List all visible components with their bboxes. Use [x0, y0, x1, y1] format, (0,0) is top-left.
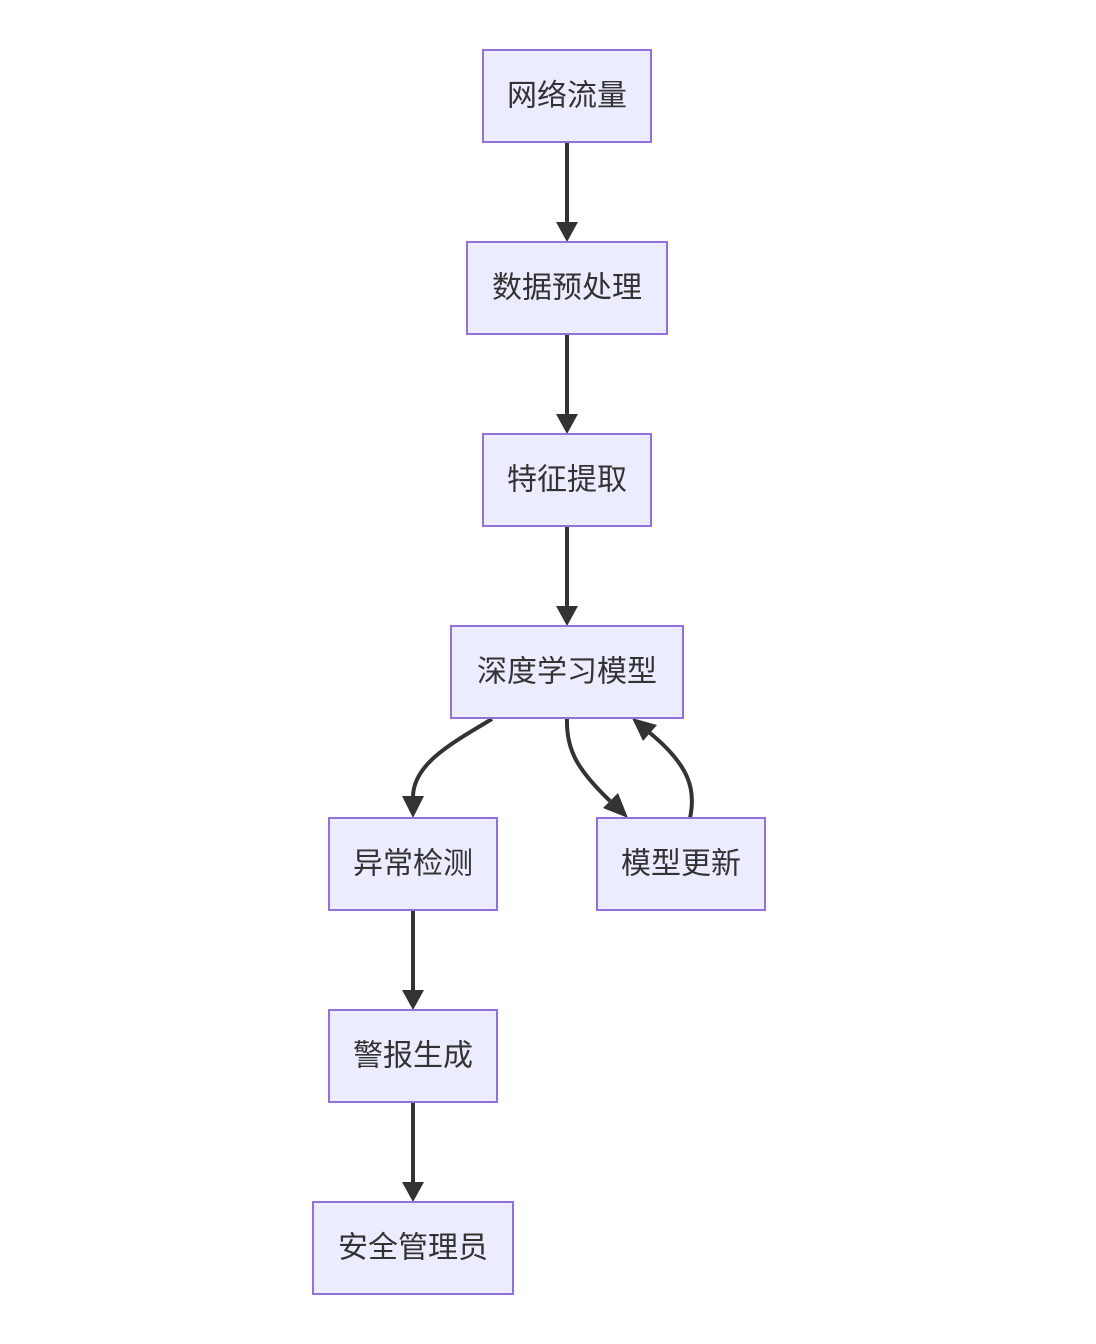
node-alert-box: [328, 1009, 498, 1103]
arrowhead-features-to-model: [556, 606, 578, 626]
node-update-label: 模型更新: [621, 847, 741, 882]
node-alert-label: 警报生成: [353, 1039, 473, 1074]
node-alert[interactable]: 警报生成: [328, 1009, 498, 1103]
node-update[interactable]: 模型更新: [596, 817, 766, 911]
node-anomaly[interactable]: 异常检测: [328, 817, 498, 911]
arrowhead-preprocess-to-features: [556, 414, 578, 434]
node-preprocess-label: 数据预处理: [492, 271, 642, 306]
node-preprocess-box: [466, 241, 668, 335]
edge-update-to-model: [648, 731, 694, 819]
edge-model-to-update: [564, 718, 612, 803]
node-traffic-label: 网络流量: [507, 79, 627, 114]
node-preprocess[interactable]: 数据预处理: [466, 241, 668, 335]
node-admin-box: [312, 1201, 514, 1295]
node-traffic-box: [482, 49, 652, 143]
node-model[interactable]: 深度学习模型: [450, 625, 684, 719]
arrowhead-alert-to-admin: [402, 1182, 424, 1202]
arrowhead-traffic-to-preprocess: [556, 222, 578, 242]
edges: [402, 142, 694, 1202]
node-features-label: 特征提取: [507, 463, 627, 498]
arrowhead-update-to-model: [632, 718, 657, 741]
node-admin-label: 安全管理员: [338, 1231, 488, 1266]
node-traffic[interactable]: 网络流量: [482, 49, 652, 143]
node-anomaly-label: 异常检测: [353, 847, 473, 882]
node-features[interactable]: 特征提取: [482, 433, 652, 527]
node-admin[interactable]: 安全管理员: [312, 1201, 514, 1295]
node-update-box: [596, 817, 766, 911]
node-features-box: [482, 433, 652, 527]
arrowhead-anomaly-to-alert: [402, 990, 424, 1010]
edge-model-to-anomaly: [411, 717, 494, 797]
node-model-label: 深度学习模型: [477, 655, 657, 690]
node-anomaly-box: [328, 817, 498, 911]
node-model-box: [450, 625, 684, 719]
arrowhead-model-to-update: [603, 793, 628, 818]
arrowhead-model-to-anomaly: [402, 796, 424, 818]
